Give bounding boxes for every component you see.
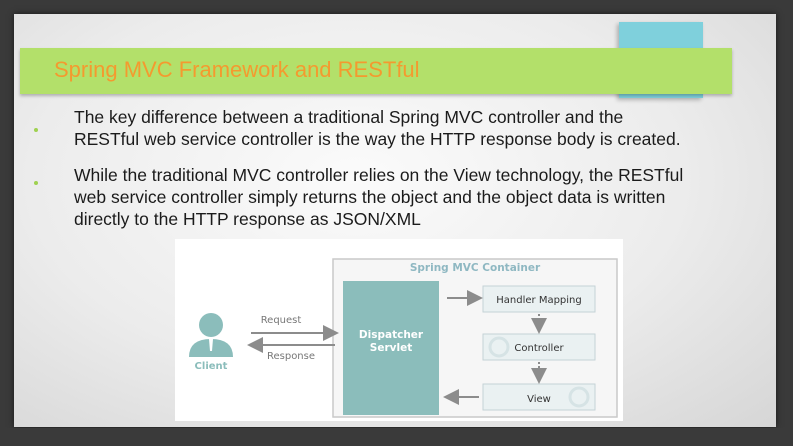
response-label: Response (267, 351, 315, 362)
container-label: Spring MVC Container (410, 262, 541, 274)
spring-mvc-diagram: Spring MVC Container Dispatcher Servlet … (175, 239, 623, 421)
slide-title: Spring MVC Framework and RESTful (54, 57, 420, 82)
slide: Spring MVC Framework and RESTful The key… (14, 14, 776, 427)
request-label: Request (261, 315, 302, 326)
bullet-2-line-1: While the traditional MVC controller rel… (74, 165, 684, 185)
handler-mapping-label: Handler Mapping (496, 295, 581, 306)
handler-mapping-box: Handler Mapping (482, 285, 596, 313)
gear-icon (488, 336, 510, 358)
client-label: Client (195, 361, 228, 372)
bullet-1-line-1: The key difference between a traditional… (74, 107, 624, 127)
title-band (20, 48, 732, 94)
bullet-1-line-2: RESTful web service controller is the wa… (74, 129, 681, 149)
dispatcher-label-line1: Dispatcher (359, 329, 424, 341)
bullet-2-line-2: web service controller simply returns th… (74, 187, 666, 207)
bottom-frame (0, 428, 793, 446)
controller-label: Controller (514, 343, 564, 354)
bullet-marker (34, 128, 38, 132)
view-label: View (527, 394, 551, 405)
view-box: View (482, 383, 596, 411)
dispatcher-servlet-box (343, 281, 439, 415)
bullet-2-line-3: directly to the HTTP response as JSON/XM… (74, 209, 421, 229)
controller-box: Controller (482, 333, 596, 361)
gear-icon (568, 386, 590, 408)
diagram-svg: Spring MVC Container Dispatcher Servlet … (189, 258, 618, 418)
bullet-marker (34, 181, 38, 185)
dispatcher-label-line2: Servlet (370, 342, 412, 354)
client-user-icon (189, 313, 233, 357)
